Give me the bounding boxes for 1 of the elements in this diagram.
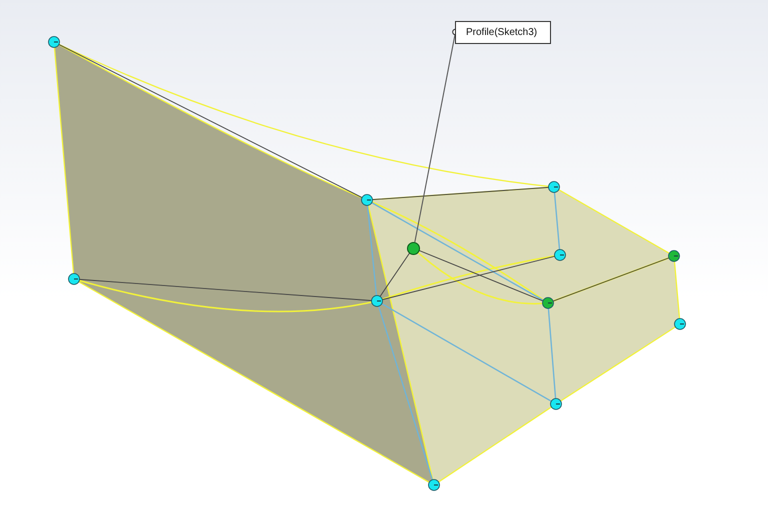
- callout-label: Profile(Sketch3): [455, 21, 551, 44]
